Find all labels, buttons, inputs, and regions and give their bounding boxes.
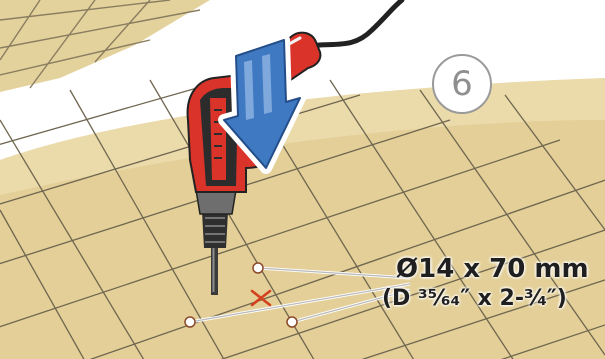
hole-diameter-metric: Ø14 x 70 mm (396, 254, 589, 284)
hole-markers (184, 262, 411, 328)
x-mark-icon (250, 289, 272, 307)
floor-area (0, 78, 605, 359)
step-number-badge: 6 (432, 54, 492, 114)
hole-marker (286, 316, 298, 328)
step-number: 6 (451, 64, 473, 104)
hole-marker (184, 316, 196, 328)
corner-floor-fragment (0, 0, 210, 92)
hole-spec-label: Ø14 x 70 mm (D ³⁵⁄₆₄″ x 2-³⁄₄″) (382, 254, 589, 314)
hole-marker (252, 262, 264, 274)
down-arrow-icon (218, 34, 306, 174)
hole-diameter-imperial: (D ³⁵⁄₆₄″ x 2-³⁄₄″) (382, 286, 567, 311)
